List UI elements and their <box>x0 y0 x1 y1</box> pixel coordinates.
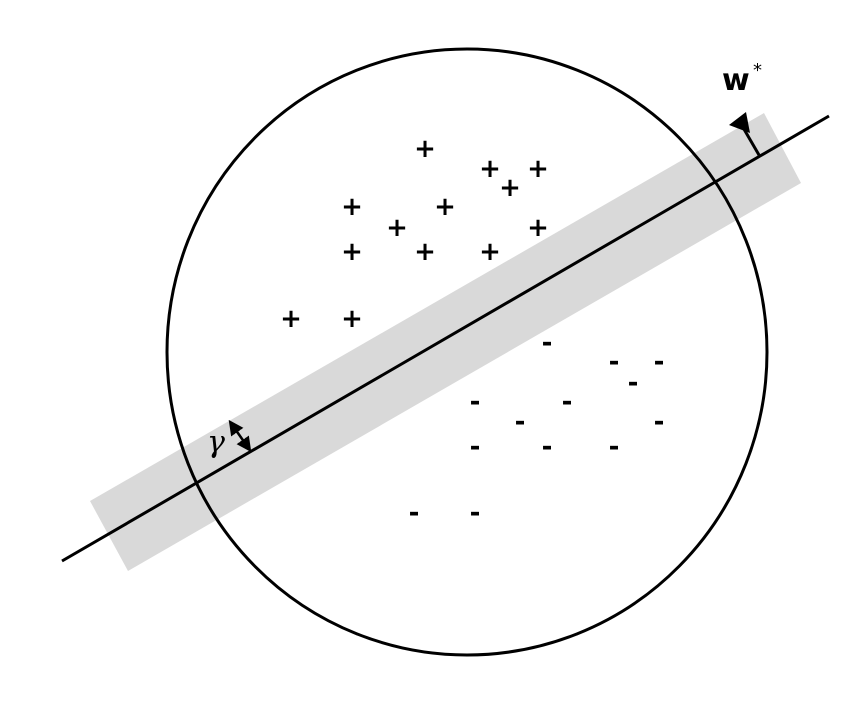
positive-point: + <box>341 237 363 267</box>
margin-label: γ <box>207 425 225 460</box>
positive-point: + <box>280 304 302 334</box>
weight-vector-arrowhead <box>729 112 750 133</box>
negative-point: - <box>628 368 639 398</box>
negative-point: - <box>542 328 553 358</box>
margin-band <box>90 113 801 571</box>
data-boundary-circle <box>165 47 769 657</box>
positive-point: + <box>414 134 436 164</box>
positive-point: + <box>527 213 549 243</box>
negative-point: - <box>470 387 481 417</box>
positive-point: + <box>341 192 363 222</box>
positive-points: + + + + + + + + + + + + + <box>280 134 549 334</box>
margin-arrow <box>228 419 252 453</box>
positive-point: + <box>479 237 501 267</box>
separating-hyperplane <box>61 114 830 563</box>
negative-point: - <box>609 347 620 377</box>
weight-vector-label: w <box>722 63 750 98</box>
negative-point: - <box>470 432 481 462</box>
negative-point: - <box>542 432 553 462</box>
negative-point: - <box>515 407 526 437</box>
negative-point: - <box>470 498 481 528</box>
negative-point: - <box>654 407 665 437</box>
positive-point: + <box>414 237 436 267</box>
positive-point: + <box>434 192 456 222</box>
negative-point: - <box>562 387 573 417</box>
negative-point: - <box>654 347 665 377</box>
positive-point: + <box>479 154 501 184</box>
negative-point: - <box>409 498 420 528</box>
positive-point: + <box>499 173 521 203</box>
positive-point: + <box>341 304 363 334</box>
positive-point: + <box>527 154 549 184</box>
negative-points: - - - - - - - - - - - - - <box>409 328 665 528</box>
positive-point: + <box>386 213 408 243</box>
negative-point: - <box>609 432 620 462</box>
weight-vector-superscript: * <box>753 60 762 81</box>
